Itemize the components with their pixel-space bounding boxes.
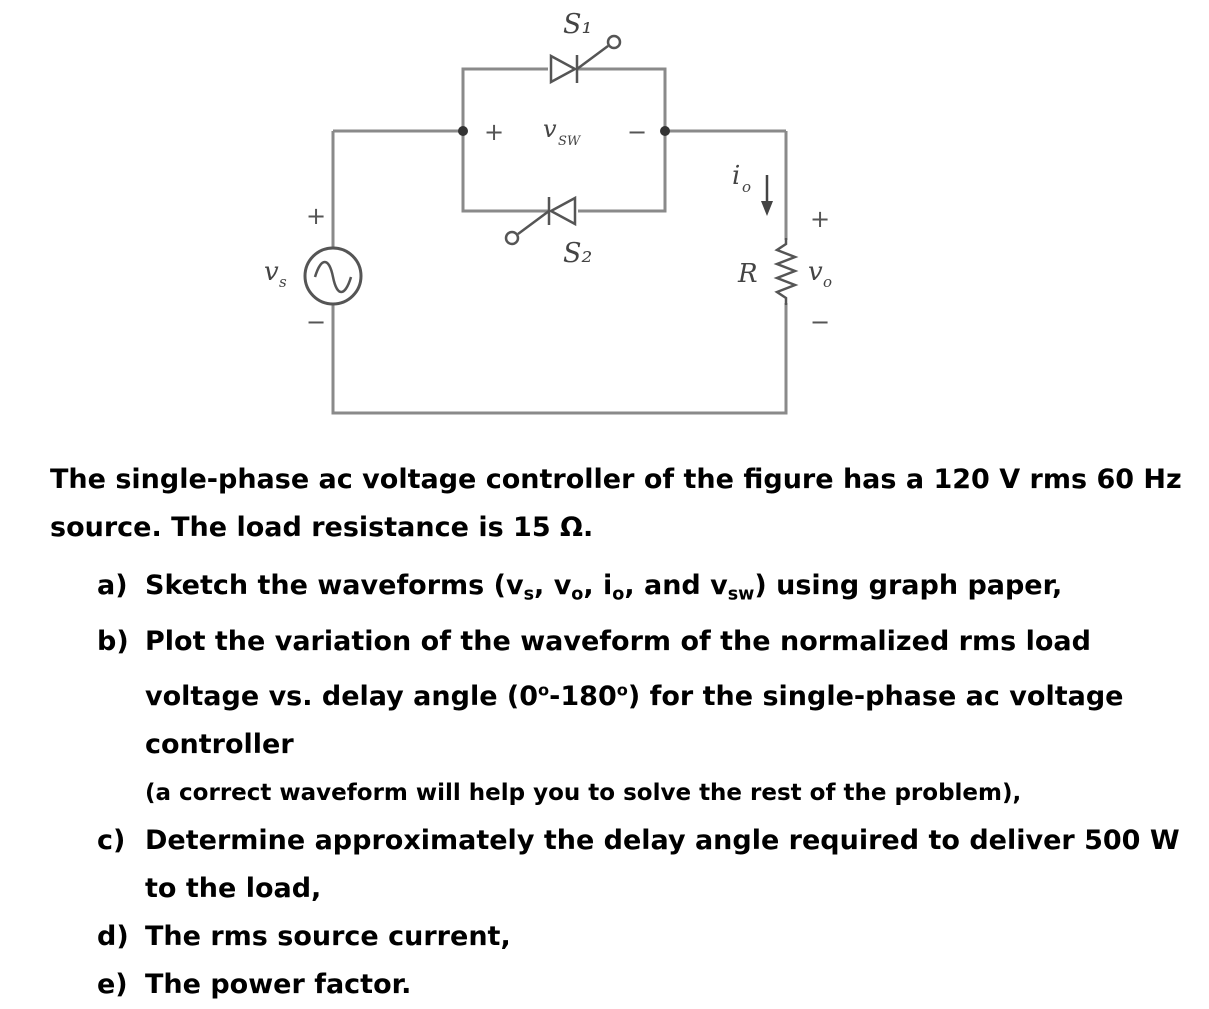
subscript: sw xyxy=(727,584,755,605)
part-d: d) The rms source current, xyxy=(50,913,1200,961)
vo-minus: − xyxy=(810,308,830,336)
circuit-diagram: S₁ S₂ + v SW − + v s − i o R + v o − xyxy=(264,9,832,415)
part-text-run: ) for the single-phase ac voltage contro… xyxy=(145,680,1124,760)
problem-statement: The single-phase ac voltage controller o… xyxy=(50,464,1182,543)
s1-label: S₁ xyxy=(563,9,592,40)
part-text-run: ) using graph paper, xyxy=(754,570,1063,601)
vs-plus: + xyxy=(306,202,326,230)
part-c: c) Determine approximately the delay ang… xyxy=(50,817,1200,913)
part-text-run: , and v xyxy=(624,570,728,601)
degree-mark: o xyxy=(538,680,550,700)
part-text-run: -180 xyxy=(549,680,617,712)
vs-label: v xyxy=(264,257,279,287)
part-marker: b) xyxy=(97,626,129,658)
part-marker: a) xyxy=(97,570,128,601)
part-b-text: Plot the variation of the waveform of th… xyxy=(145,626,1123,760)
vsw-plus: + xyxy=(484,118,504,146)
problem-parts: a) Sketch the waveforms (vs, vo, io, and… xyxy=(50,562,1200,1009)
part-d-text: The rms source current, xyxy=(145,920,511,952)
node-dots xyxy=(458,126,670,136)
io-subscript: o xyxy=(742,178,751,196)
vsw-label: v xyxy=(543,115,557,143)
problem-text: The single-phase ac voltage controller o… xyxy=(50,456,1200,1009)
thyristor-s1 xyxy=(549,34,622,85)
current-arrow-icon xyxy=(761,175,773,216)
subscript: s xyxy=(523,584,535,605)
part-c-text: Determine approximately the delay angle … xyxy=(145,824,1180,904)
io-label: i xyxy=(732,161,740,191)
vsw-subscript: SW xyxy=(558,134,582,149)
part-b: b) Plot the variation of the waveform of… xyxy=(50,618,1200,817)
part-e-text: The power factor. xyxy=(145,968,412,1000)
part-text-run: , v xyxy=(534,570,572,601)
subscript: o xyxy=(571,584,584,605)
part-text-run: , i xyxy=(583,570,613,601)
vo-plus: + xyxy=(810,205,830,233)
vs-minus: − xyxy=(306,308,326,336)
part-a: a) Sketch the waveforms (vs, vo, io, and… xyxy=(50,562,1200,618)
vs-subscript: s xyxy=(279,273,287,291)
circuit-wires xyxy=(331,67,788,415)
load-resistor xyxy=(773,238,799,305)
sine-icon xyxy=(313,260,353,294)
part-text-run: Sketch the waveforms (v xyxy=(145,570,524,601)
degree-mark: o xyxy=(616,680,628,700)
part-marker: c) xyxy=(97,824,126,856)
vo-subscript: o xyxy=(823,273,832,291)
part-marker: e) xyxy=(97,968,128,1000)
part-e: e) The power factor. xyxy=(50,961,1200,1009)
part-a-text: Sketch the waveforms (vs, vo, io, and vs… xyxy=(145,570,1063,605)
part-marker: d) xyxy=(97,920,129,952)
part-b-note: (a correct waveform will help you to sol… xyxy=(145,779,1022,806)
ac-source xyxy=(303,246,363,306)
vo-label: v xyxy=(808,257,823,287)
vsw-minus: − xyxy=(627,118,647,146)
part-text-run: Plot the variation of the waveform of th… xyxy=(145,626,1091,712)
subscript: o xyxy=(612,584,625,605)
r-label: R xyxy=(737,259,758,289)
thyristor-s2 xyxy=(504,195,577,246)
s2-label: S₂ xyxy=(563,238,592,269)
